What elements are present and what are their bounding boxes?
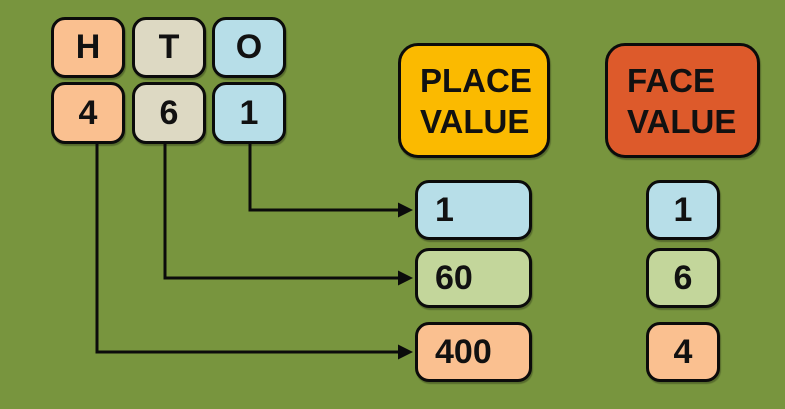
face-value-header-line2: VALUE xyxy=(627,102,737,140)
face-value-hundreds-label: 4 xyxy=(673,332,693,371)
digit-ones-label: 1 xyxy=(239,93,259,132)
digit-hundreds-label: 4 xyxy=(78,93,98,132)
digit-ones: 1 xyxy=(212,82,286,144)
face-value-header-label: FACE VALUE xyxy=(627,60,736,142)
arrow-tens-head-icon xyxy=(398,270,413,286)
column-header-hundreds: H xyxy=(51,17,125,78)
column-header-tens: T xyxy=(132,17,206,78)
place-value-header: PLACE VALUE xyxy=(398,43,550,158)
digit-tens: 6 xyxy=(132,82,206,144)
face-value-header: FACE VALUE xyxy=(605,43,760,158)
place-value-ones-label: 1 xyxy=(435,190,454,229)
arrow-hundreds-head-icon xyxy=(398,344,413,360)
arrow-tens-line xyxy=(163,144,399,280)
place-value-ones-box: 1 xyxy=(415,180,532,240)
column-header-ones-label: O xyxy=(235,28,263,66)
arrow-hundreds-line xyxy=(95,144,399,354)
arrow-ones-head-icon xyxy=(398,202,413,218)
place-value-header-label: PLACE VALUE xyxy=(420,60,532,142)
place-value-hundreds-label: 400 xyxy=(435,332,492,371)
face-value-ones-box: 1 xyxy=(646,180,720,240)
column-header-ones: O xyxy=(212,17,286,78)
place-value-tens-label: 60 xyxy=(435,258,473,297)
arrow-ones-line xyxy=(248,144,399,212)
place-value-header-line2: VALUE xyxy=(420,102,530,140)
column-header-tens-label: T xyxy=(158,28,180,66)
column-header-hundreds-label: H xyxy=(75,28,101,66)
face-value-header-line1: FACE xyxy=(627,61,716,99)
face-value-tens-label: 6 xyxy=(673,258,693,297)
face-value-ones-label: 1 xyxy=(673,190,693,229)
place-value-header-line1: PLACE xyxy=(420,61,532,99)
face-value-hundreds-box: 4 xyxy=(646,322,720,382)
face-value-tens-box: 6 xyxy=(646,248,720,308)
digit-hundreds: 4 xyxy=(51,82,125,144)
digit-tens-label: 6 xyxy=(159,93,179,132)
place-value-tens-box: 60 xyxy=(415,248,532,308)
place-value-hundreds-box: 400 xyxy=(415,322,532,382)
